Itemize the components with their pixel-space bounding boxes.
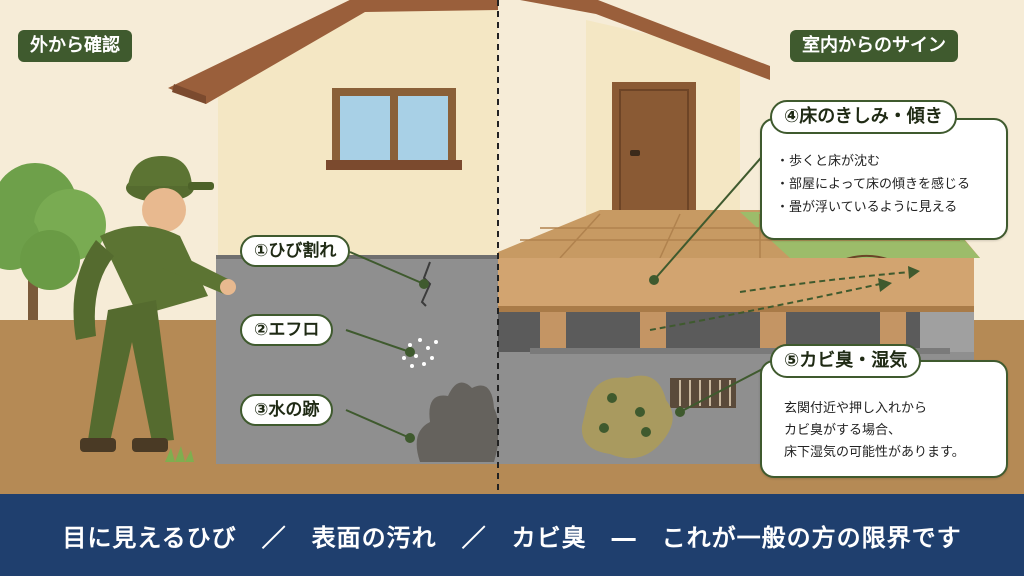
floor-signs-card: 歩くと床が沈む 部屋によって床の傾きを感じる 畳が浮いているように見える — [760, 118, 1008, 240]
inside-signs-title: 室内からのサイン — [790, 30, 958, 62]
mold-line: カビ臭がする場合、 — [784, 423, 902, 438]
floor-signs-title: ④床のきしみ・傾き — [770, 100, 957, 134]
floor-sign-item: 畳が浮いているように見える — [776, 196, 970, 219]
mold-line: 玄関付近や押し入れから — [784, 401, 928, 416]
mold-signs-title: ⑤カビ臭・湿気 — [770, 344, 922, 378]
mold-description: 玄関付近や押し入れから カビ臭がする場合、 床下湿気の可能性があります。 — [784, 398, 965, 464]
mold-line: 床下湿気の可能性があります。 — [784, 445, 965, 460]
callout-leaders — [345, 135, 781, 443]
mold-signs-card: 玄関付近や押し入れから カビ臭がする場合、 床下湿気の可能性があります。 — [760, 360, 1008, 478]
summary-banner-text: 目に見えるひび ／ 表面の汚れ ／ カビ臭 ― これが一般の方の限界です — [62, 523, 962, 552]
label-crack: ①ひび割れ — [240, 235, 351, 267]
floor-signs-list: 歩くと床が沈む 部屋によって床の傾きを感じる 畳が浮いているように見える — [776, 150, 970, 219]
grass-icon — [165, 446, 194, 462]
floor-sign-item: 歩くと床が沈む — [776, 150, 970, 173]
tree-icon — [0, 163, 106, 320]
label-efflorescence: ②エフロ — [240, 314, 334, 346]
floor-sign-item: 部屋によって床の傾きを感じる — [776, 173, 970, 196]
label-water-marks: ③水の跡 — [240, 394, 334, 426]
inspector-figure — [73, 156, 236, 452]
summary-banner: 目に見えるひび ／ 表面の汚れ ／ カビ臭 ― これが一般の方の限界です — [0, 494, 1024, 576]
house-exterior — [168, 0, 499, 465]
outside-check-title: 外から確認 — [18, 30, 132, 62]
